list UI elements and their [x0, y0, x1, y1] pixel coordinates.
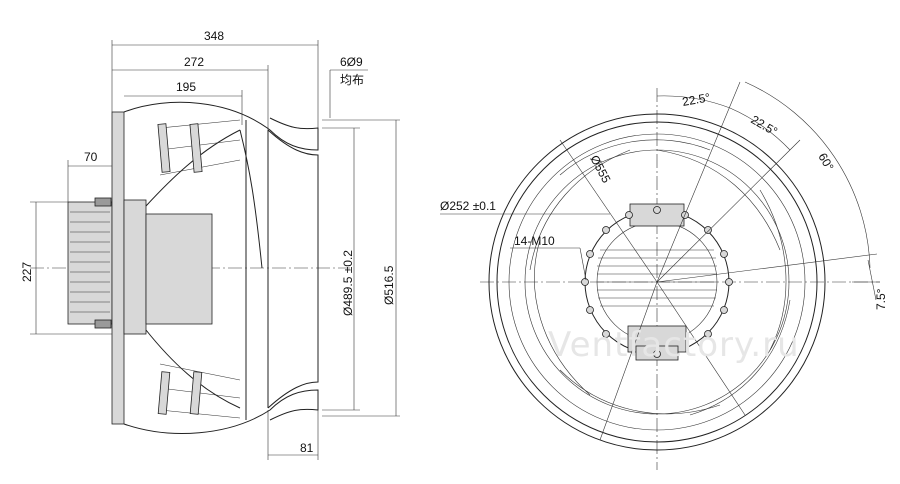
front-dimensions [440, 81, 880, 441]
dim-angle-22-5-b: 22.5° [749, 112, 781, 138]
front-blades [529, 139, 791, 416]
dim-555: Ø555 [587, 153, 613, 186]
impeller-upper [123, 101, 319, 151]
dim-angle-22-5-a: 22.5° [681, 90, 711, 109]
dim-angle-60: 60° [815, 151, 836, 174]
dim-252: Ø252 ±0.1 [440, 199, 496, 213]
outer-ring [488, 113, 826, 451]
dim-75: 7.5° [874, 288, 888, 310]
dim-272: 272 [184, 55, 204, 69]
dim-516: Ø516.5 [382, 265, 396, 305]
motor-fins [70, 211, 110, 313]
dim-227: 227 [20, 262, 34, 282]
bolt-holes [581, 206, 733, 358]
dim-81: 81 [300, 441, 314, 455]
dim-489: Ø489.5 ±0.2 [341, 250, 355, 316]
dim-70: 70 [84, 150, 98, 164]
front-view: 22.5° 22.5° 60° Ø555 Ø252 ±0.1 14-M10 7.… [440, 81, 888, 470]
dim-m10: 14-M10 [514, 234, 555, 248]
side-view: 348 272 195 70 227 6Ø9 均布 Ø489.5 ±0.2 Ø5… [20, 29, 400, 460]
motor-housing [67, 201, 113, 325]
impeller-lower [123, 389, 319, 434]
mounting-plate [111, 111, 125, 425]
watermark: Ventfactory.ru [548, 325, 800, 365]
dim-348: 348 [204, 29, 224, 43]
side-dimensions [30, 40, 400, 460]
dim-6x9-note: 均布 [340, 73, 364, 87]
dim-195: 195 [176, 80, 196, 94]
dim-6x9: 6Ø9 [340, 55, 363, 69]
